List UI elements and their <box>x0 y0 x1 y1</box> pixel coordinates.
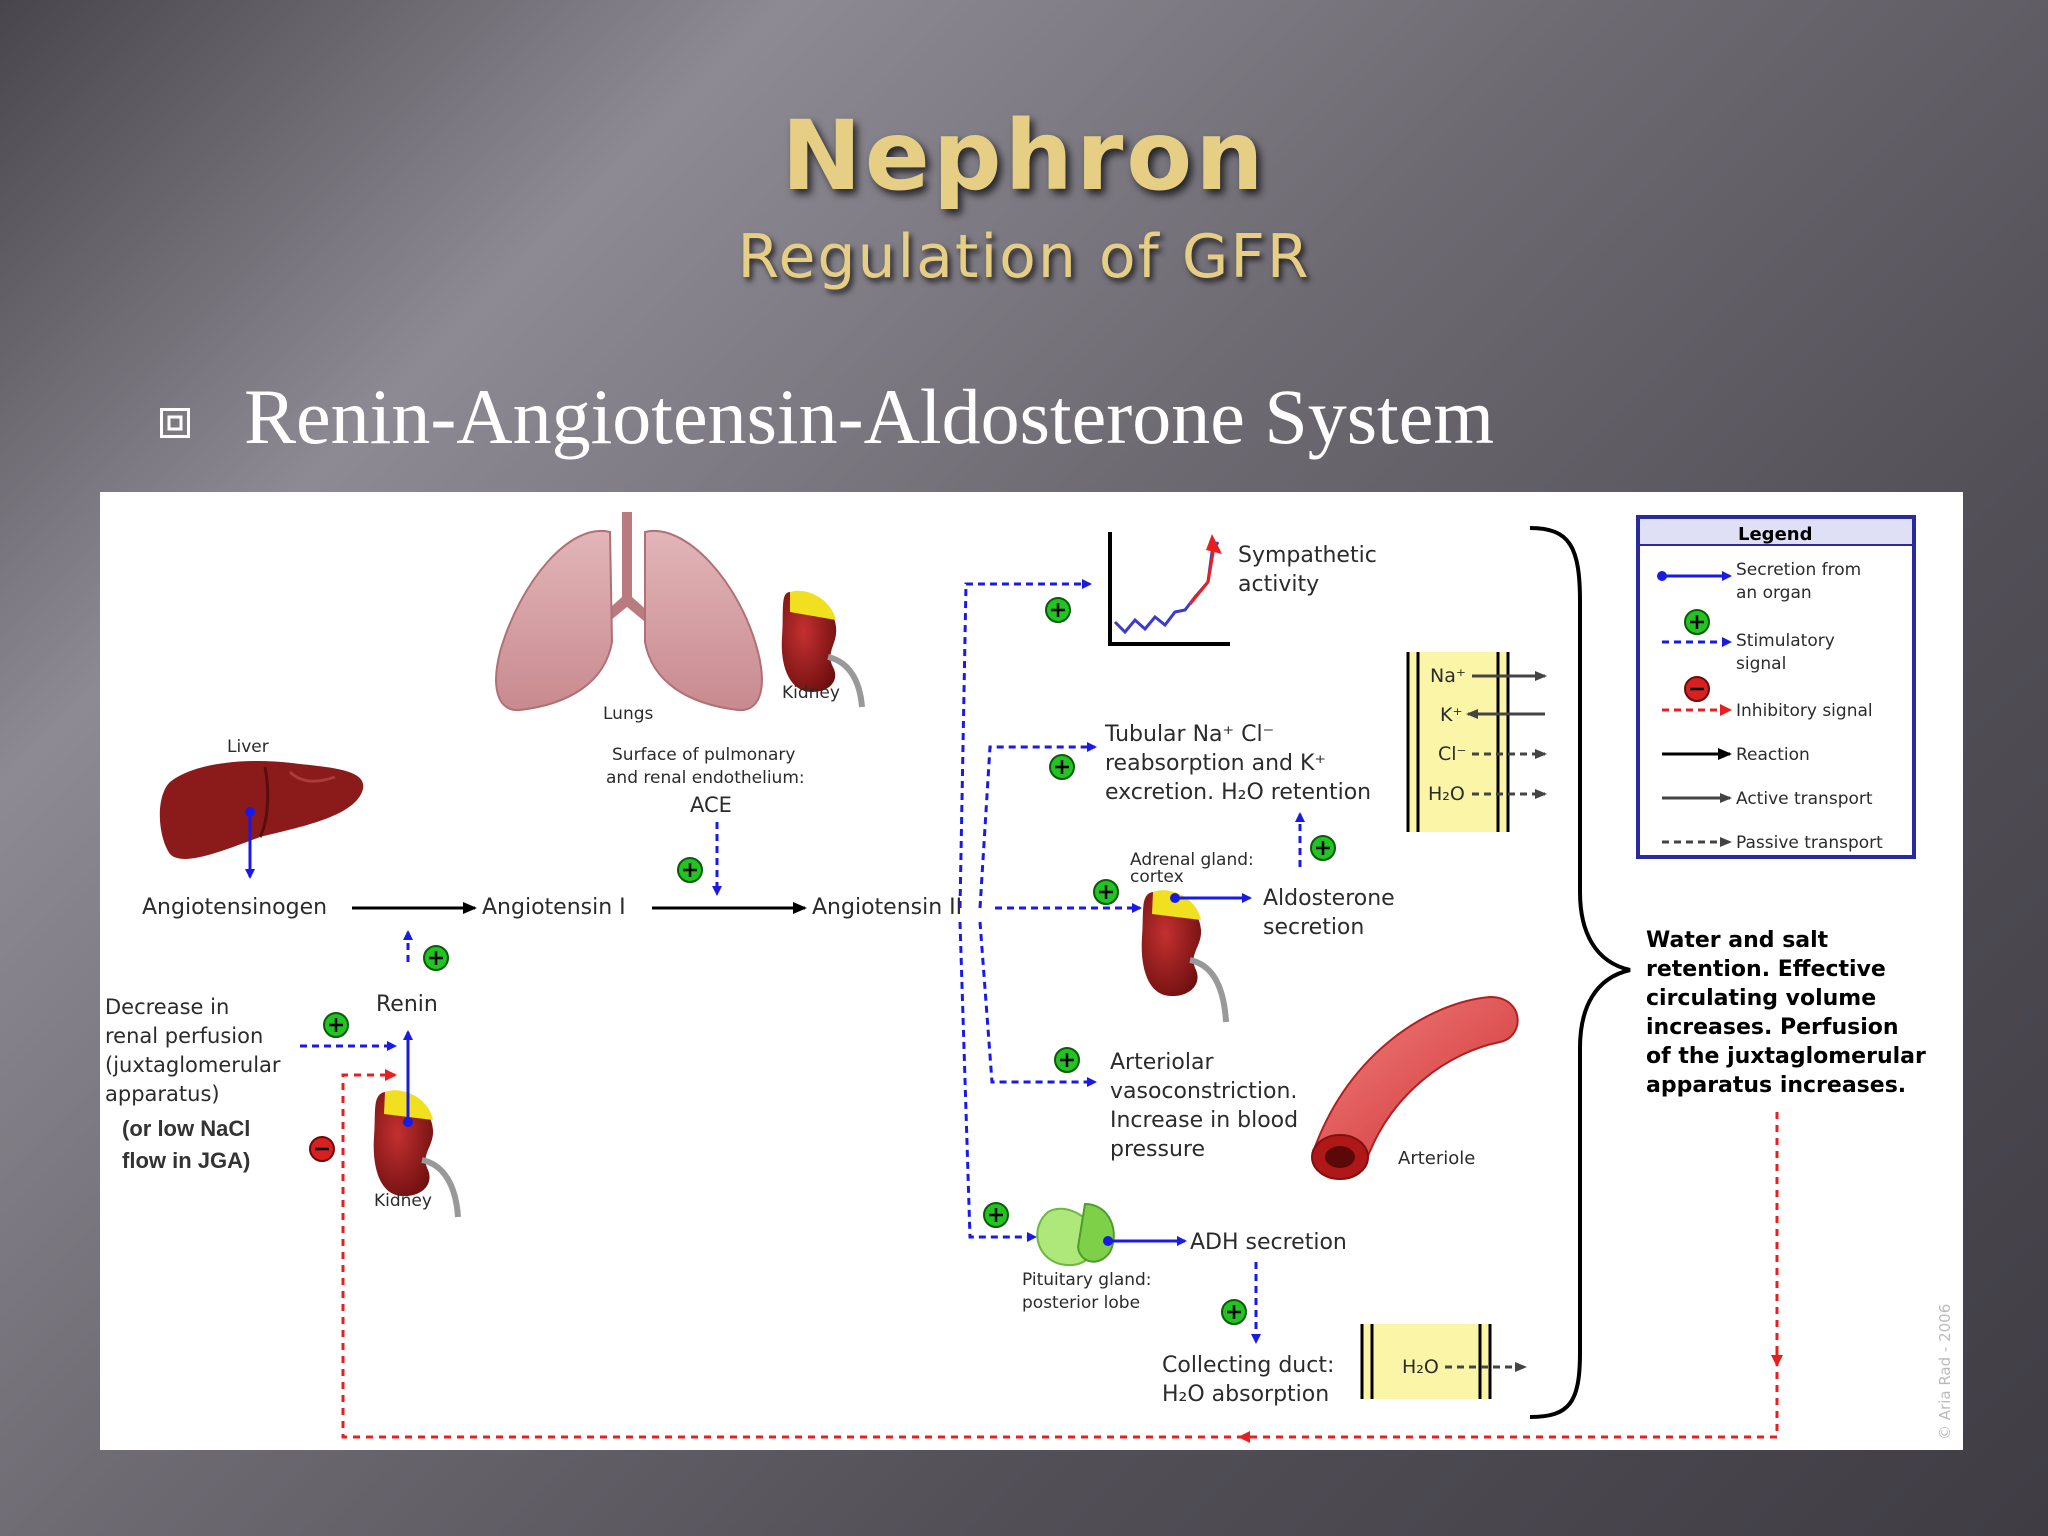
trigger-line1: Decrease in <box>105 995 229 1019</box>
legend-passive: Passive transport <box>1736 833 1883 853</box>
pituitary-line1: Pituitary gland: <box>1022 1270 1152 1290</box>
collecting-duct-box <box>1360 1324 1492 1399</box>
arteriole-label: Arteriole <box>1398 1148 1475 1169</box>
arteriole-illustration <box>1311 995 1519 1180</box>
plus-sign-renin <box>423 945 449 971</box>
angiotensinogen-label: Angiotensinogen <box>142 895 327 920</box>
trigger-line4: apparatus) <box>105 1082 220 1106</box>
aldosterone-line2: secretion <box>1263 915 1364 940</box>
result-line6: apparatus increases. <box>1646 1073 1906 1098</box>
bullet-text: Renin-Angiotensin-Aldosterone System <box>244 373 1495 460</box>
legend-secretion2: an organ <box>1736 583 1812 603</box>
legend-reaction: Reaction <box>1736 745 1810 765</box>
slide-title: Nephron <box>781 100 1267 212</box>
arteriolar-line2: vasoconstriction. <box>1110 1079 1297 1104</box>
lungs-label: Lungs <box>603 704 654 724</box>
legend-secretion1: Secretion from <box>1736 560 1861 580</box>
kidney-bottom-label: Kidney <box>374 1191 432 1211</box>
kidney-top-illustration <box>781 590 865 708</box>
ion-h2o: H₂O <box>1428 783 1465 805</box>
trigger-note2: flow in JGA) <box>122 1148 250 1173</box>
ion-na: Na⁺ <box>1430 665 1466 687</box>
adh-secretion-label: ADH secretion <box>1190 1230 1347 1255</box>
duct-line2: H₂O absorption <box>1162 1382 1329 1407</box>
aldosterone-line1: Aldosterone <box>1263 886 1395 911</box>
renin-label: Renin <box>376 992 438 1017</box>
slide-subtitle: Regulation of GFR <box>737 222 1311 292</box>
plus-sign-adh <box>1221 1299 1247 1325</box>
legend-minus-icon <box>1684 676 1710 702</box>
tubular-line2: reabsorption and K⁺ <box>1105 751 1326 776</box>
adrenal-line1: Adrenal gland: <box>1130 850 1254 870</box>
trigger-note1: (or low NaCl <box>122 1116 250 1141</box>
sympathetic-graph-icon <box>1108 532 1230 646</box>
trigger-line3: (juxtaglomerular <box>105 1053 281 1077</box>
kidney-adrenal-illustration <box>1141 890 1229 1023</box>
plus-sign-tubular <box>1049 754 1075 780</box>
bullet-box-icon <box>160 408 190 438</box>
tubular-line3: excretion. H₂O retention <box>1105 780 1371 805</box>
kidney-top-label: Kidney <box>782 683 840 703</box>
result-line3: circulating volume <box>1646 986 1876 1011</box>
arteriolar-line4: pressure <box>1110 1137 1205 1162</box>
legend-title: Legend <box>1738 524 1812 545</box>
plus-sign-arteriolar <box>1054 1047 1080 1073</box>
ion-cl: Cl⁻ <box>1438 743 1467 765</box>
ion-k: K⁺ <box>1440 704 1463 726</box>
plus-sign-adrenal <box>1093 879 1119 905</box>
minus-sign-feedback <box>309 1136 335 1162</box>
angiotensin-i-label: Angiotensin I <box>482 895 626 920</box>
angiotensin-ii-label: Angiotensin II <box>812 895 962 920</box>
sympathetic-line2: activity <box>1238 572 1319 597</box>
liver-label: Liver <box>227 737 269 757</box>
plus-sign-aldosterone <box>1310 835 1336 861</box>
result-line2: retention. Effective <box>1646 957 1886 982</box>
pituitary-line2: posterior lobe <box>1022 1293 1140 1313</box>
pituitary-gland-illustration <box>1036 1202 1115 1267</box>
tubule-ion-box <box>1406 652 1510 832</box>
result-line5: of the juxtaglomerular <box>1646 1044 1926 1069</box>
plus-sign-trigger <box>323 1012 349 1038</box>
tubular-line1: Tubular Na⁺ Cl⁻ <box>1104 722 1274 747</box>
ace-line1: Surface of pulmonary <box>612 745 795 765</box>
arteriolar-line3: Increase in blood <box>1110 1108 1298 1133</box>
sympathetic-line1: Sympathetic <box>1238 543 1377 568</box>
legend-active: Active transport <box>1736 789 1873 809</box>
duct-line1: Collecting duct: <box>1162 1353 1334 1378</box>
ace-label: ACE <box>690 793 732 817</box>
result-line4: increases. Perfusion <box>1646 1015 1899 1040</box>
arteriolar-line1: Arteriolar <box>1110 1050 1214 1075</box>
legend-stim2: signal <box>1736 654 1786 674</box>
legend-inhib: Inhibitory signal <box>1736 701 1873 721</box>
summary-brace <box>1529 526 1631 1419</box>
liver-illustration <box>159 761 364 859</box>
lungs-illustration <box>495 512 763 712</box>
plus-sign-pituitary <box>983 1202 1009 1228</box>
raas-diagram: Lungs Kidney Liver Angiotensinogen Angio… <box>100 492 1963 1450</box>
legend-plus-icon <box>1684 609 1710 635</box>
copyright-text: © Aria Rad - 2006 <box>1936 1304 1954 1440</box>
ace-line2: and renal endothelium: <box>606 768 805 788</box>
plus-sign-sympathetic <box>1045 597 1071 623</box>
adrenal-line2: cortex <box>1130 867 1184 887</box>
result-line1: Water and salt <box>1646 928 1829 953</box>
legend-stim1: Stimulatory <box>1736 631 1835 651</box>
plus-sign-ace <box>677 857 703 883</box>
trigger-line2: renal perfusion <box>105 1024 263 1048</box>
legend <box>1636 515 1916 859</box>
ion-h2o-duct: H₂O <box>1402 1356 1439 1378</box>
